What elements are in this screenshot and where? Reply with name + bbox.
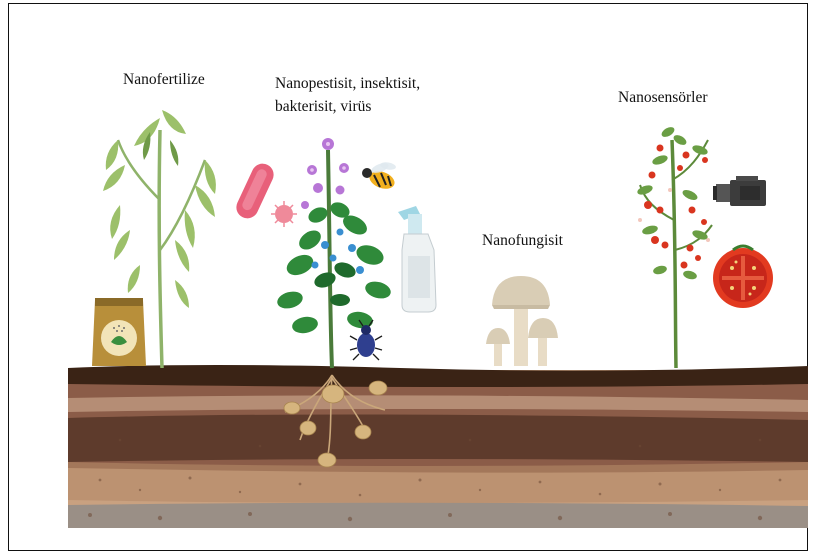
label-nanopesticide-line1: Nanopestisit, insektisit, xyxy=(275,74,420,94)
spray-bottle-icon xyxy=(398,206,436,312)
purple-flowers xyxy=(301,138,349,209)
soil-dark-band xyxy=(68,414,808,462)
tomato-half-icon xyxy=(713,246,773,308)
gravel-layer xyxy=(68,503,808,528)
virus-icon xyxy=(271,201,297,227)
label-nanofertilize: Nanofertilize xyxy=(123,70,205,90)
mushroom-icon xyxy=(486,276,558,366)
label-nanopesticide-line2: bakterisit, virüs xyxy=(275,97,371,117)
fertilizer-bag-icon xyxy=(92,298,146,366)
camera-sensor-icon xyxy=(713,176,766,206)
soil-lower-layer xyxy=(68,462,808,503)
bacteria-icon xyxy=(233,160,277,222)
label-nanofungicide: Nanofungisit xyxy=(482,231,563,251)
soil-layers xyxy=(68,365,808,528)
label-nanosensors: Nanosensörler xyxy=(618,88,708,108)
wasp-icon xyxy=(362,161,397,192)
topsoil-layer xyxy=(68,365,808,387)
tomato-plant xyxy=(636,125,712,368)
